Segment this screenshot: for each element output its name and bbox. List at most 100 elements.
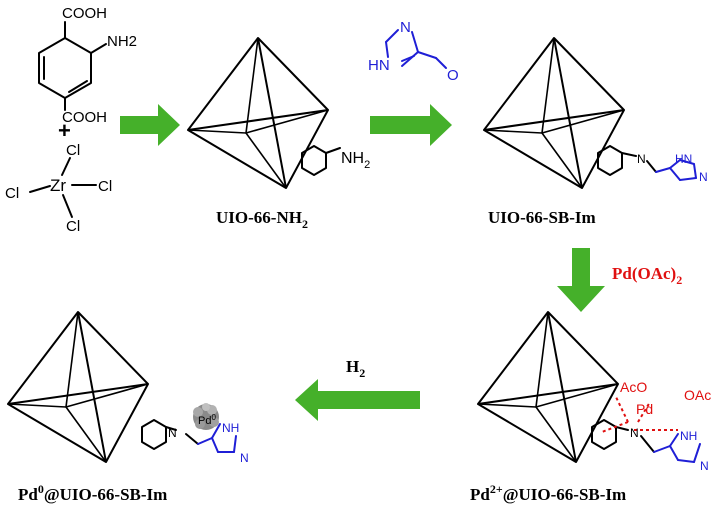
bond: [621, 152, 637, 157]
cl-label: Cl: [5, 185, 19, 202]
aminoterephthalic-acid: COOH NH2 COOH +: [38, 5, 137, 143]
oac-label: OAc: [684, 387, 711, 403]
coordination-bond: [601, 421, 629, 433]
octahedron-edge: [245, 132, 287, 189]
octahedron-edge: [65, 311, 79, 408]
octahedron-edge: [65, 406, 107, 463]
bond: [435, 57, 447, 69]
octahedron-edge: [245, 109, 329, 134]
bond: [62, 194, 73, 218]
imidazole-nh-label: NH: [222, 421, 239, 435]
bond: [165, 426, 177, 431]
cl-label: Cl: [66, 142, 80, 159]
reaction-arrow-down: [557, 248, 605, 312]
bond: [615, 426, 629, 431]
imidazole-n-label: N: [699, 170, 708, 184]
bond: [233, 435, 237, 453]
phenyl-ring: [591, 419, 617, 450]
bond: [197, 437, 213, 445]
cl-label: Cl: [66, 218, 80, 235]
octahedron-edge: [477, 403, 537, 408]
bond: [693, 443, 701, 463]
bond: [385, 41, 389, 58]
bond: [68, 80, 88, 93]
octahedron-edge: [187, 109, 329, 131]
phenyl-ring: [141, 419, 167, 450]
octahedron-edge: [483, 109, 625, 131]
bond: [646, 160, 657, 173]
reaction-arrow-right: [120, 104, 180, 146]
octahedron-pd2-uio66: [477, 311, 701, 463]
imidazole-n-label: N: [240, 451, 249, 465]
phenyl-ring: [597, 145, 623, 176]
cooh-top-label: COOH: [62, 5, 107, 22]
octahedron-edge: [541, 37, 555, 134]
bond: [29, 185, 51, 193]
imine-n-label: N: [630, 426, 639, 440]
imidazole-nh-label: NH: [680, 429, 697, 443]
bond: [653, 445, 671, 453]
bond: [669, 433, 679, 447]
plus-sign: +: [58, 118, 71, 143]
bond: [90, 43, 107, 54]
octahedron-edge: [483, 129, 543, 134]
imidazole-n-label: N: [700, 459, 709, 473]
zirconium-chloride: Cl Zr Cl Cl Cl: [5, 142, 112, 235]
coordination-bond: [637, 401, 651, 423]
imine-n-label: N: [637, 152, 646, 166]
label-pd2-uio66-sb-im: Pd2+@UIO-66-SB-Im: [470, 482, 626, 504]
octahedron-edge: [7, 383, 149, 405]
octahedron-edge: [187, 129, 247, 134]
bond: [401, 55, 415, 62]
reagent-pd-oac2: Pd(OAc)2: [612, 264, 682, 287]
label-uio66-nh2: UIO-66-NH2: [216, 208, 308, 231]
octahedron-pd0-uio66: [7, 311, 237, 463]
bond: [401, 51, 419, 67]
bond: [669, 159, 681, 169]
bond: [417, 51, 437, 59]
pd0-nanoparticle: [193, 403, 219, 430]
imidazole-nh-label: HN: [368, 57, 390, 74]
reaction-arrow-left: [295, 379, 420, 421]
label-pd0-uio66-sb-im: Pd0@UIO-66-SB-Im: [18, 482, 167, 504]
imine-n-label: N: [168, 426, 177, 440]
phenyl-ring: [301, 145, 327, 176]
imidazole-n-label: N: [400, 19, 411, 36]
cooh-bottom-label: COOH: [62, 109, 107, 126]
octahedron-edge: [541, 109, 625, 134]
octahedron-edge: [7, 403, 67, 408]
bond: [640, 435, 655, 453]
reaction-arrow-right: [370, 104, 452, 146]
coordination-bond: [615, 396, 629, 423]
aco-label: AcO: [620, 379, 647, 395]
octahedron-edge: [535, 311, 549, 408]
bond: [693, 163, 697, 179]
octahedron-edge: [245, 37, 259, 134]
benzene-ring: [38, 37, 92, 99]
bond: [669, 445, 679, 461]
reagent-h2: H2: [346, 357, 365, 380]
bond: [325, 147, 341, 154]
octahedron-edge: [541, 132, 583, 189]
bond: [211, 423, 221, 439]
bond: [677, 459, 695, 463]
octahedron-edge: [477, 383, 619, 405]
bond: [61, 157, 71, 176]
imidazole-nh-label: HN: [675, 152, 692, 166]
bond: [385, 29, 399, 43]
carbonyl-o-label: O: [447, 67, 459, 84]
bond: [679, 177, 697, 181]
nh2-label: NH2: [107, 33, 137, 50]
octahedron-edge: [547, 311, 577, 463]
zr-label: Zr: [50, 176, 66, 195]
pd0-cluster-label: Pd0: [198, 413, 216, 427]
octahedron-edge: [77, 311, 107, 463]
octahedron-uio66-nh2: [187, 37, 341, 189]
octahedron-uio66-sb-im: [483, 37, 697, 189]
bond: [185, 433, 199, 445]
octahedron-edge: [535, 383, 619, 408]
bond: [211, 437, 219, 453]
octahedron-edge: [553, 37, 583, 189]
